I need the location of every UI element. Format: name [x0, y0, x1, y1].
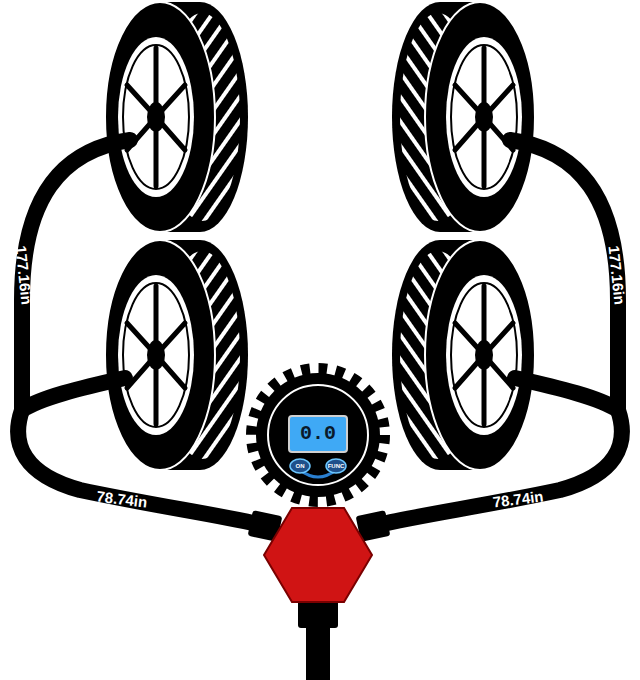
hose-length: 177.16in [606, 245, 627, 305]
button-label: FUNC [328, 463, 345, 469]
button-label: ON [296, 463, 305, 469]
hose-length: 78.74in [96, 488, 148, 509]
hose-length: 78.74in [492, 488, 544, 509]
gauge-reading: 0.0 [300, 424, 336, 444]
